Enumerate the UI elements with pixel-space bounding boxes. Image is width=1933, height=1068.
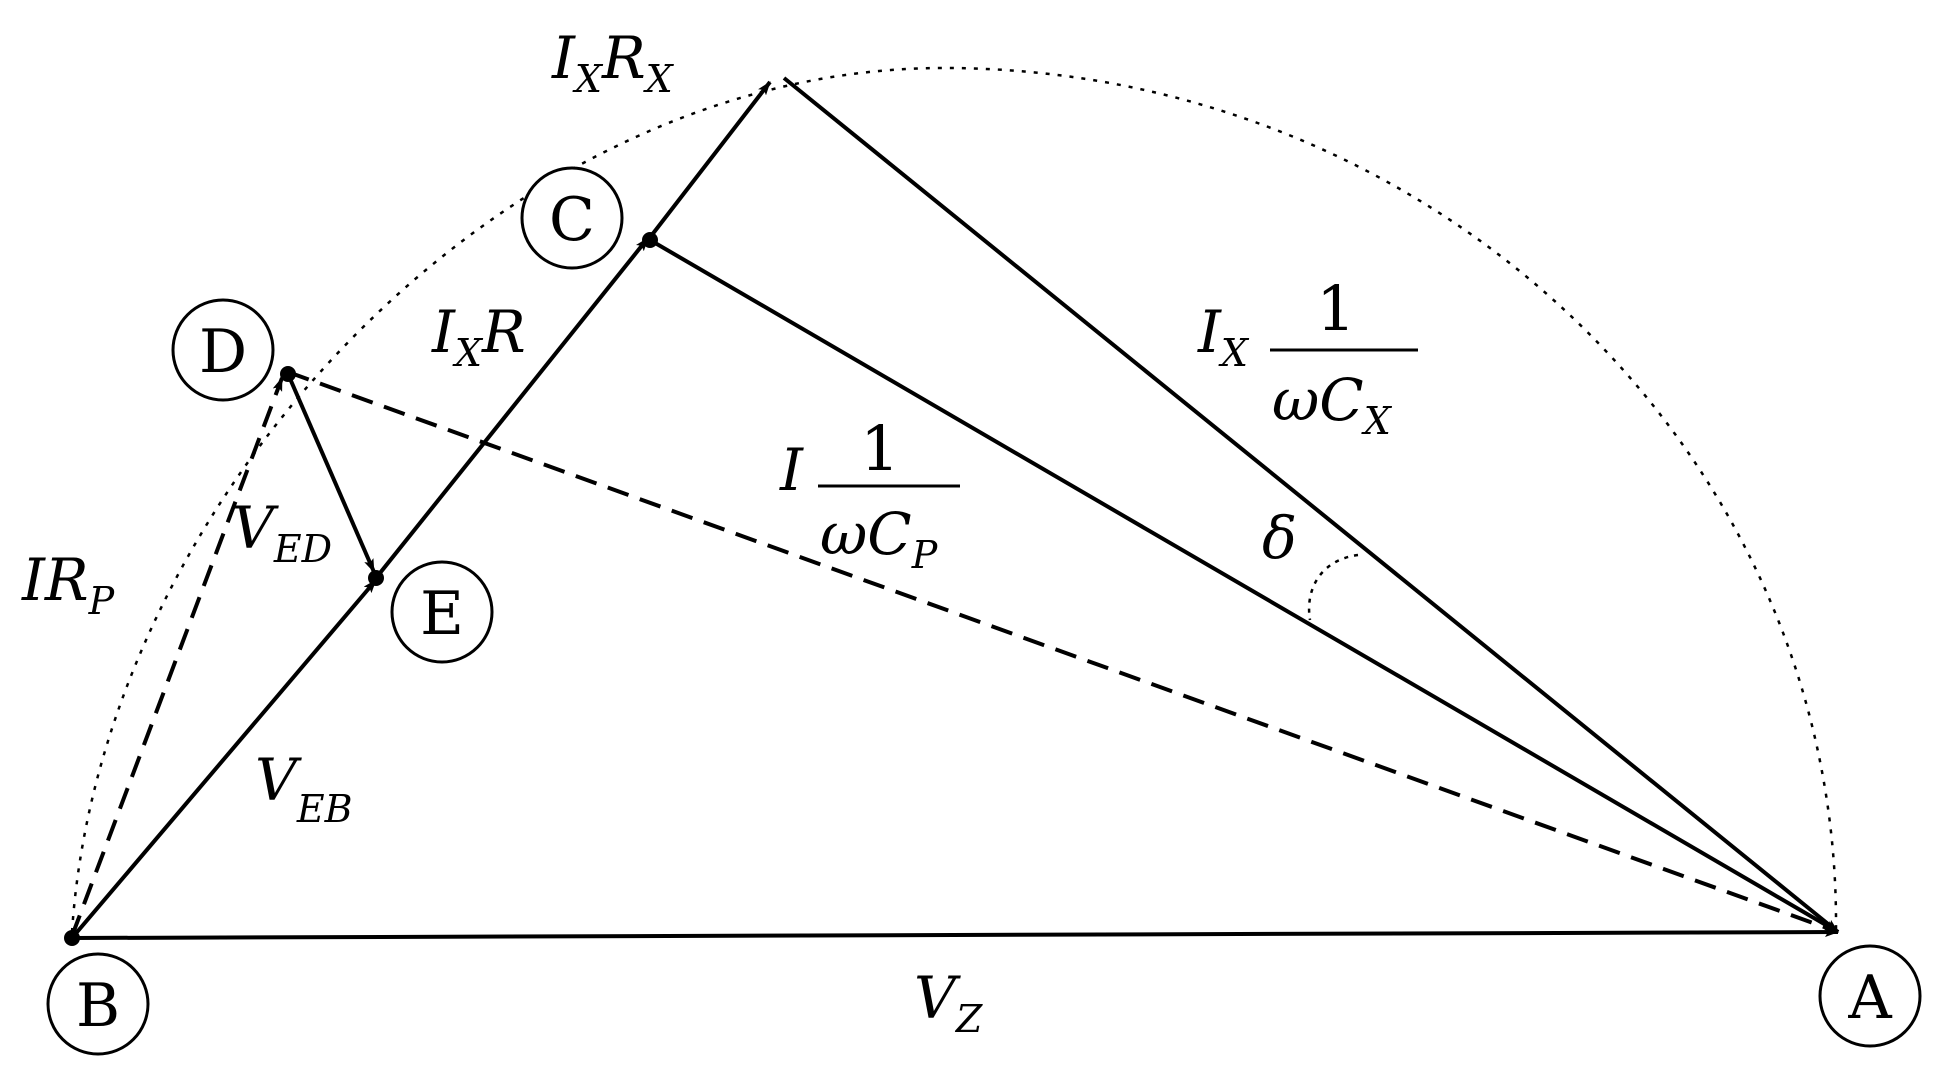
- ixrx-label: IXRX: [551, 24, 675, 101]
- point-b: [64, 930, 80, 946]
- svg-text:B: B: [76, 971, 120, 1041]
- ixr-label: IXR: [431, 298, 526, 375]
- icp-phasor: [287, 370, 1839, 934]
- svg-text:ωCP: ωCP: [820, 500, 939, 577]
- vz-phasor: [71, 927, 1839, 940]
- point-c: [642, 232, 658, 248]
- ved-phasor: [286, 373, 376, 573]
- ixrx-phasor: [646, 80, 772, 242]
- node-c: C: [520, 166, 624, 270]
- vz-label: VZ: [914, 964, 983, 1041]
- icp-label: I 1 ωCP: [779, 412, 960, 577]
- svg-text:D: D: [199, 317, 247, 387]
- veb-label: VEB: [255, 746, 353, 831]
- irp-label: IRP: [21, 546, 116, 623]
- ved-label: VED: [232, 494, 332, 571]
- dotted-arc: [70, 66, 1838, 933]
- ixcx-phasor: [782, 76, 1840, 934]
- svg-text:E: E: [420, 579, 464, 649]
- svg-text:ωCX: ωCX: [1272, 366, 1393, 443]
- svg-text:IX: IX: [1197, 298, 1250, 375]
- node-a: A: [1818, 944, 1922, 1048]
- ixcx-label: IX 1 ωCX: [1197, 272, 1418, 443]
- point-e: [368, 570, 384, 586]
- svg-text:C: C: [549, 185, 595, 255]
- ca-phasor: [648, 238, 1840, 934]
- node-d: D: [171, 298, 275, 402]
- node-e: E: [390, 560, 494, 664]
- svg-text:1: 1: [860, 412, 899, 485]
- svg-text:A: A: [1847, 963, 1892, 1033]
- node-b: B: [46, 952, 150, 1056]
- svg-text:1: 1: [1316, 272, 1355, 345]
- ixr-phasor: [374, 236, 650, 580]
- point-d: [280, 366, 296, 382]
- irp-phasor: [70, 377, 284, 937]
- delta-angle-arc: [1307, 553, 1359, 621]
- veb-phasor: [70, 578, 378, 940]
- svg-text:I: I: [779, 436, 804, 504]
- delta-label: δ: [1262, 504, 1297, 572]
